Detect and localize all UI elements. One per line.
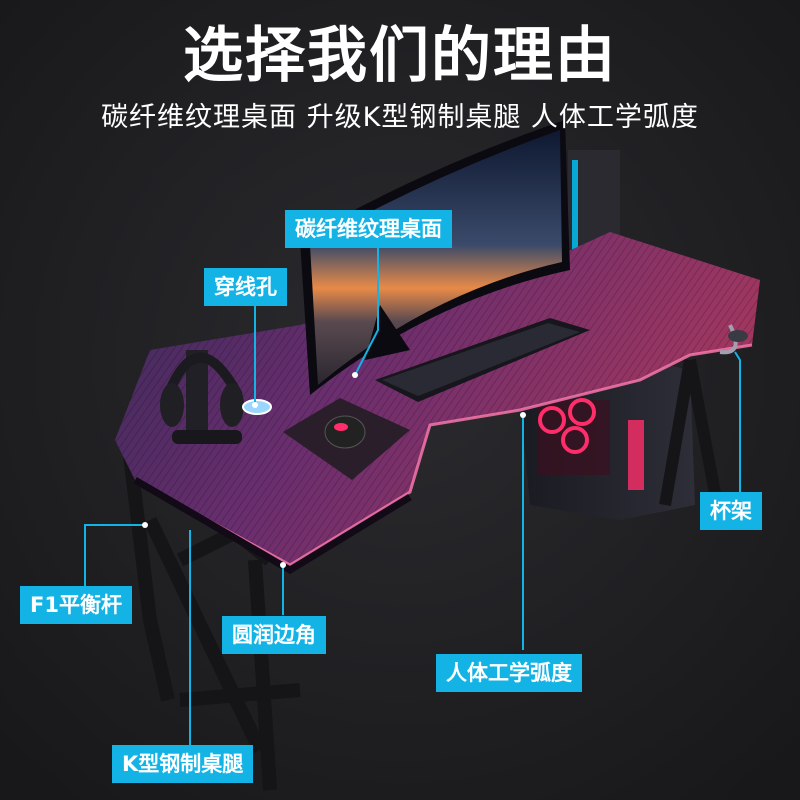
headset-stand [160, 350, 244, 444]
label-carbon-fiber-desktop: 碳纤维纹理桌面 [285, 210, 452, 248]
label-f1-balance-bar: F1平衡杆 [20, 586, 132, 624]
leader-dots [142, 372, 526, 568]
keyboard [375, 318, 590, 402]
page-subtitle: 碳纤维纹理桌面 升级K型钢制桌腿 人体工学弧度 [101, 102, 699, 133]
page-title: 选择我们的理由 [183, 21, 617, 91]
curved-monitor [300, 120, 570, 395]
label-k-steel-legs: K型钢制桌腿 [112, 745, 254, 783]
leader-lines [84, 248, 741, 745]
cup-holder [719, 324, 748, 355]
desk-surface [115, 232, 760, 575]
label-cup-holder: 杯架 [700, 492, 762, 530]
label-rounded-corner: 圆润边角 [222, 616, 326, 654]
label-ergonomic-curve: 人体工学弧度 [436, 654, 582, 692]
label-cable-hole: 穿线孔 [204, 268, 287, 306]
mouse [324, 415, 366, 449]
